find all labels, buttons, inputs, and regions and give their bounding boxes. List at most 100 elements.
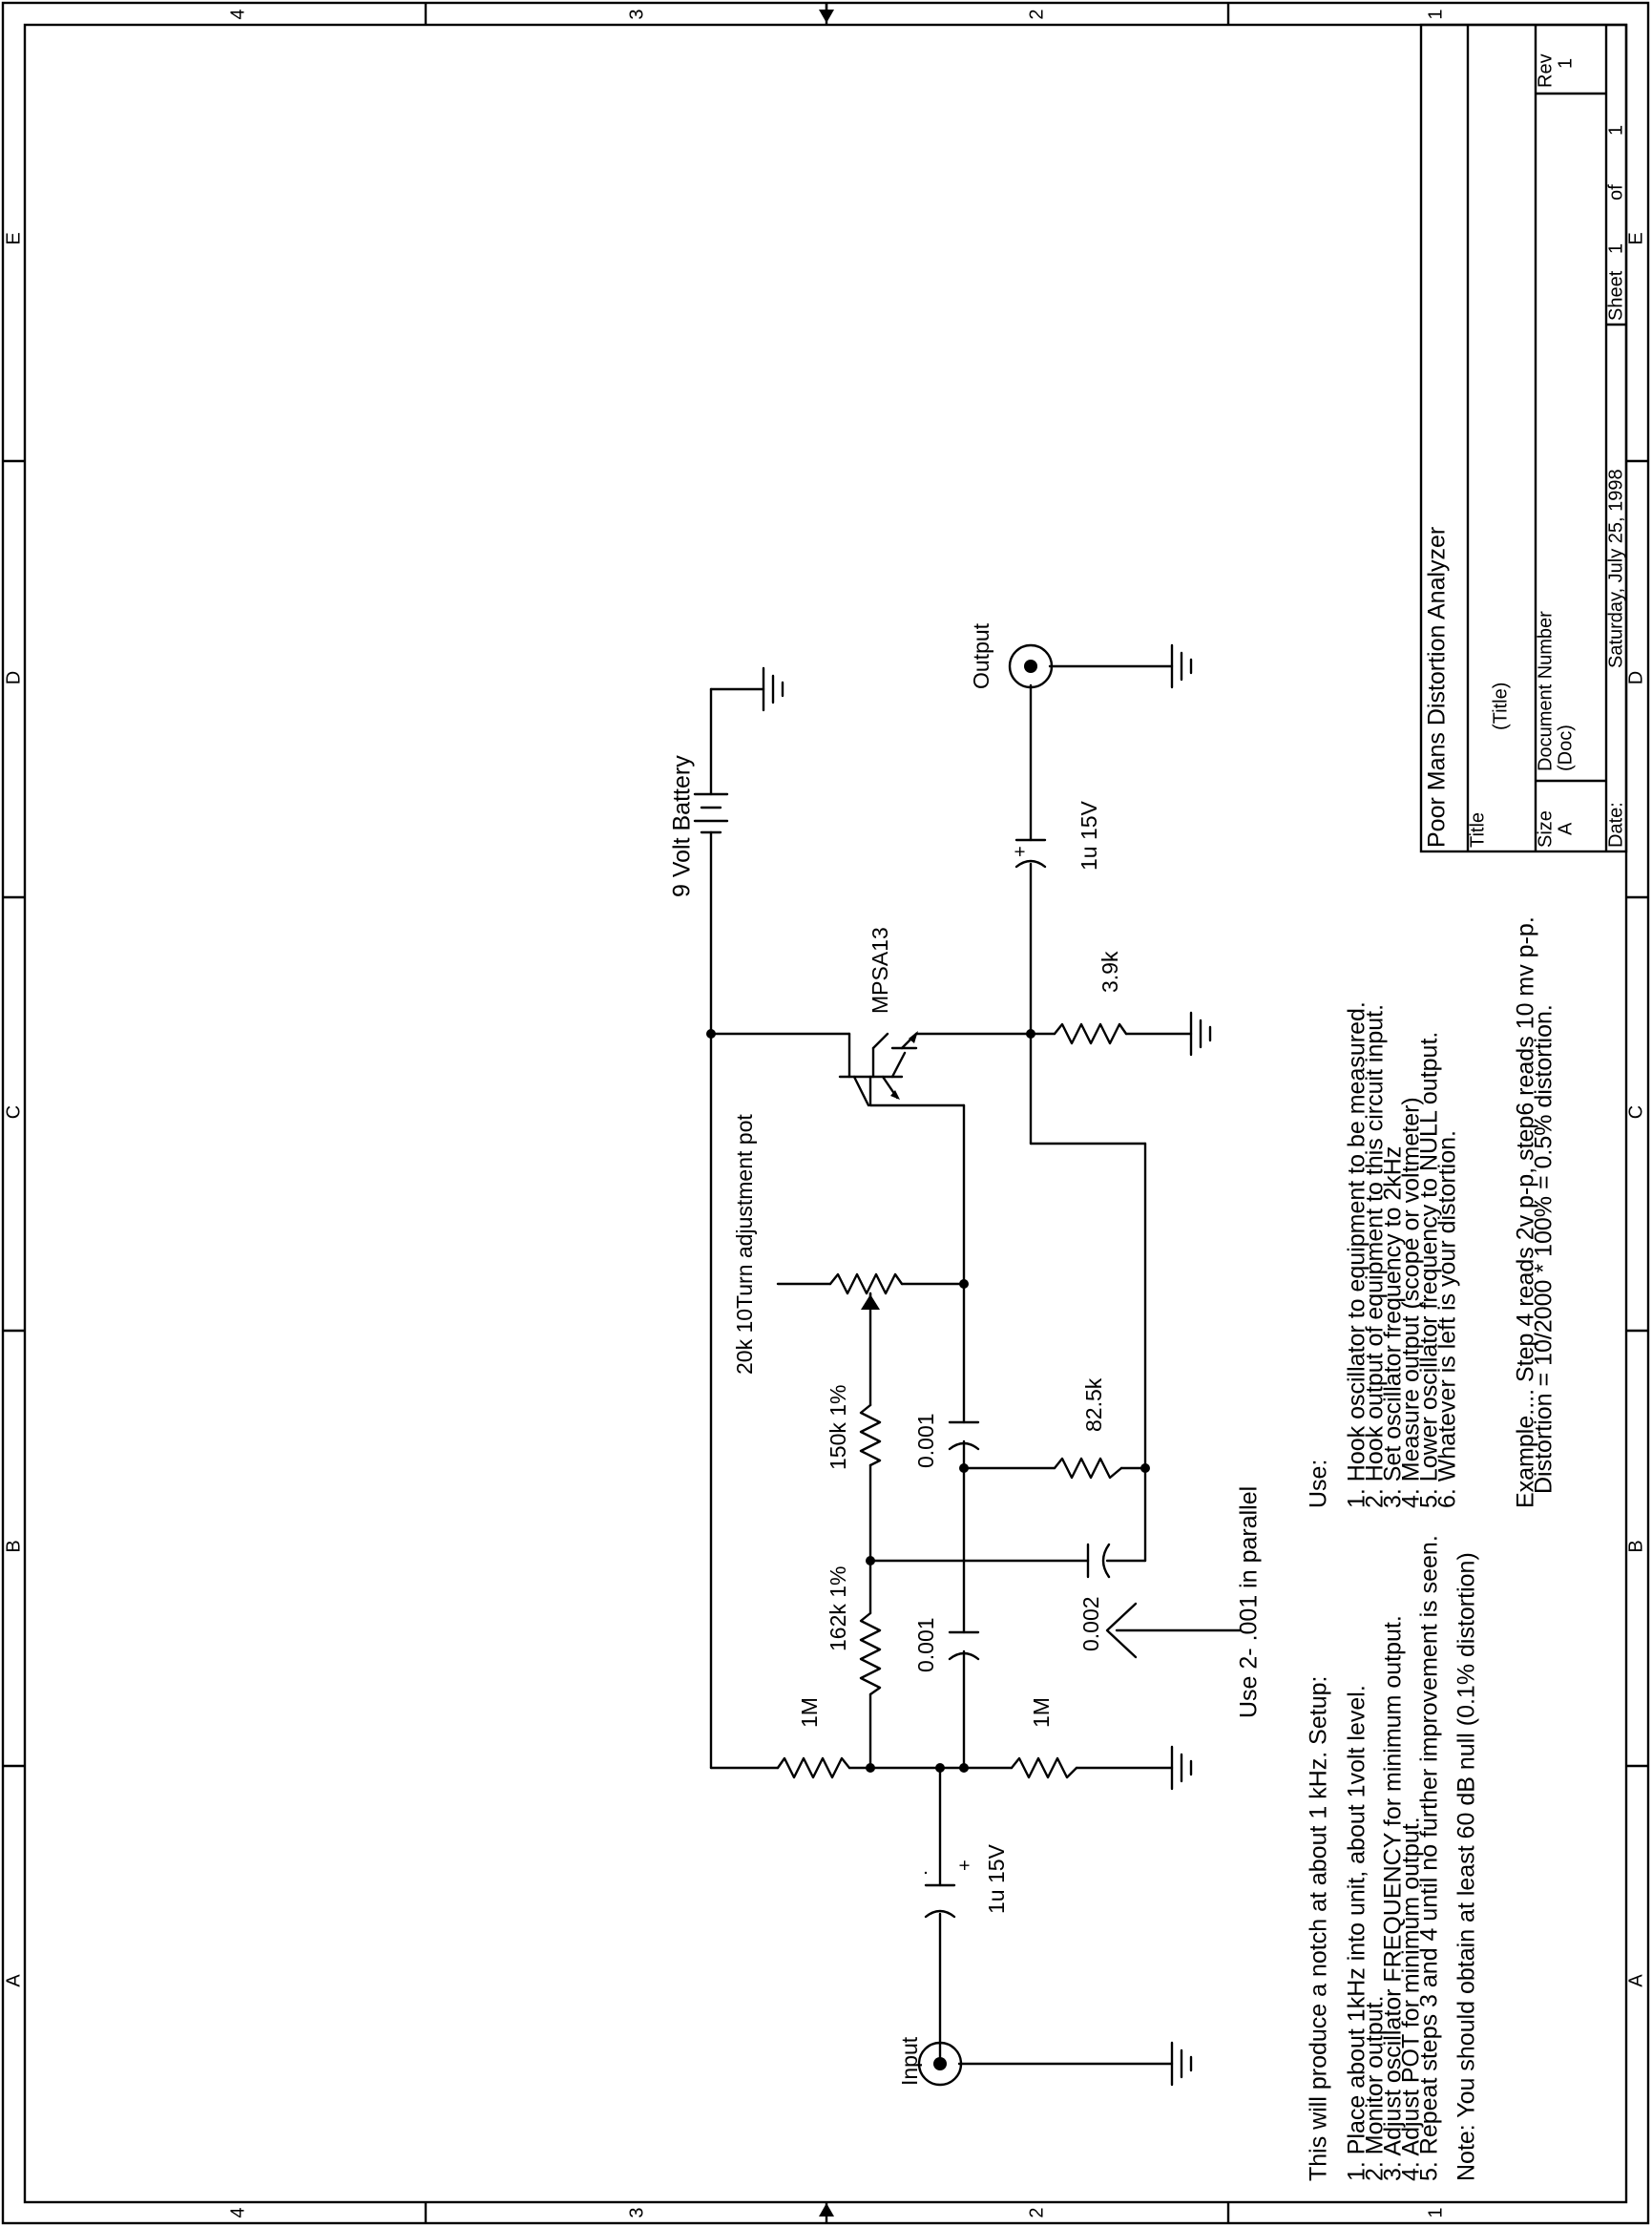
svg-text:C: C: [1625, 1105, 1646, 1119]
null-note: Note: You should obtain at least 60 dB n…: [1453, 1552, 1480, 2181]
plus-output: +: [1010, 846, 1031, 857]
r-emitter-label: 3.9k: [1098, 951, 1122, 993]
svg-text:4. Measure output (scope or vo: 4. Measure output (scope or voltmeter): [1398, 1097, 1425, 1508]
use-notes: Use: 1. Hook oscillator to equipment to …: [1306, 916, 1558, 1508]
svg-text:Size: Size: [1535, 810, 1556, 848]
svg-text:A: A: [1555, 822, 1576, 835]
svg-text:C: C: [3, 1105, 24, 1119]
centre-arrow-top-icon: [819, 10, 834, 23]
centre-arrow-bottom-icon: [819, 2203, 834, 2216]
svg-text:6. Whatever is left is your di: 6. Whatever is left is your distortion.: [1434, 1130, 1461, 1508]
capacitor-1u-output: [1014, 838, 1047, 869]
c001-bottom-label: 0.001: [913, 1617, 938, 1672]
svg-text:of: of: [1605, 184, 1626, 200]
setup-notes: This will produce a notch at about 1 kHz…: [1306, 1535, 1480, 2181]
resistor-82-5k: [1053, 1457, 1123, 1480]
pot-label: 20k 10Turn adjustment pot: [732, 1114, 757, 1375]
svg-text:E: E: [1625, 232, 1646, 244]
ground-1m-icon: [1170, 1745, 1193, 1791]
svg-text:(Doc): (Doc): [1555, 725, 1576, 771]
battery-9v: [693, 792, 729, 834]
svg-text:Rev: Rev: [1535, 53, 1556, 88]
resistor-162k: [859, 1611, 882, 1696]
svg-text:Date:: Date:: [1605, 802, 1626, 848]
zone-labels: 4 3 2 1 4 3 2 1 E D C B A E D C B A: [3, 9, 1646, 2217]
circuit-wires: [709, 664, 1243, 2066]
svg-text:1. Hook oscillator to equipmen: 1. Hook oscillator to equipment to be me…: [1344, 1001, 1370, 1508]
svg-text:D: D: [1625, 671, 1646, 684]
parallel-arrow-icon: [1105, 1602, 1138, 1659]
ground-emitter-icon: [1189, 1011, 1212, 1057]
svg-text:(Title): (Title): [1490, 683, 1511, 730]
resistor-1m-left: [776, 1756, 851, 1779]
use-heading: Use:: [1306, 1460, 1332, 1508]
output-label: Output: [969, 622, 993, 689]
transistor-label: MPSA13: [868, 927, 892, 1014]
c002-label: 0.002: [1078, 1596, 1103, 1651]
svg-text:5. Repeat steps 3 and 4 until: 5. Repeat steps 3 and 4 until no further…: [1416, 1535, 1443, 2181]
c001-top-label: 0.001: [913, 1413, 938, 1468]
svg-text:1: 1: [1425, 9, 1446, 19]
parallel-note: Use 2- .001 in parallel: [1236, 1486, 1263, 1718]
c-out-label: 1u 15V: [1077, 800, 1101, 871]
svg-text:3: 3: [626, 2207, 647, 2217]
svg-text:D: D: [3, 671, 24, 684]
svg-text:2: 2: [1026, 2207, 1047, 2217]
project-title: Poor Mans Distortion Analyzer: [1424, 527, 1451, 848]
svg-text:3: 3: [626, 9, 647, 19]
r150-label: 150k 1%: [826, 1384, 850, 1470]
battery-label: 9 Volt Battery: [669, 755, 696, 897]
svg-text:2: 2: [1026, 9, 1047, 19]
svg-text:Document Number: Document Number: [1535, 611, 1556, 771]
svg-text:A: A: [1625, 1974, 1646, 1987]
svg-text:4. Adjust POT for minimum outp: 4. Adjust POT for minimum output.: [1398, 1817, 1425, 2181]
svg-text:E: E: [3, 232, 24, 244]
svg-text:3. Adjust oscillator FREQUENCY: 3. Adjust oscillator FREQUENCY for minim…: [1380, 1615, 1407, 2181]
svg-text:1: 1: [1555, 58, 1576, 69]
title-block: Poor Mans Distortion Analyzer Title (Tit…: [1419, 23, 1628, 853]
component-labels: Input Output 9 Volt Battery MPSA13 3.9k …: [669, 622, 1263, 2086]
svg-text:Title: Title: [1467, 812, 1488, 848]
ground-output-icon: [1170, 643, 1193, 689]
svg-text:4: 4: [227, 9, 248, 19]
plus-input: +: [954, 1859, 975, 1871]
svg-text:1. Place about 1kHz into unit,: 1. Place about 1kHz into unit, about 1vo…: [1344, 1685, 1370, 2181]
capacitor-001-bottom: [948, 1630, 980, 1661]
capacitor-001-top: [948, 1420, 980, 1451]
example-line-1: Example.... Step 4 reads 2v p-p, step6 r…: [1513, 916, 1539, 1508]
svg-text:3. Set oscillator frequency to: 3. Set oscillator frequency to 2kHz: [1380, 1146, 1407, 1508]
output-jack: [1008, 643, 1054, 689]
r825-label: 82.5k: [1081, 1377, 1106, 1432]
r162-label: 162k 1%: [826, 1565, 850, 1651]
svg-text:1: 1: [1425, 2207, 1446, 2217]
svg-text:A: A: [3, 1974, 24, 1987]
junction-dots: [706, 1029, 1150, 1773]
svg-text:B: B: [3, 1540, 24, 1552]
input-label: Input: [897, 2036, 922, 2086]
resistor-3-9k: [1053, 1022, 1128, 1045]
r1m-left-label: 1M: [797, 1697, 822, 1728]
input-jack: [917, 2041, 963, 2087]
ground-input-icon: [1170, 2041, 1193, 2087]
resistor-1m-right: [1010, 1756, 1078, 1779]
transistor-mpsa13: [838, 1031, 918, 1107]
svg-text:Saturday, July 25, 1998: Saturday, July 25, 1998: [1605, 469, 1626, 668]
resistor-150k: [859, 1403, 882, 1467]
svg-text:5. Lower oscillator frequency: 5. Lower oscillator frequency to NULL ou…: [1416, 1032, 1443, 1508]
svg-text:4: 4: [227, 2207, 248, 2217]
potentiometer-20k: [828, 1272, 904, 1312]
r1m-right-label: 1M: [1029, 1697, 1054, 1728]
svg-text:2. Hook output of equipment to: 2. Hook output of equipment to this circ…: [1362, 1004, 1389, 1508]
svg-text:1: 1: [1605, 243, 1626, 254]
capacitor-002: [1086, 1543, 1111, 1579]
svg-text:2. Monitor output.: 2. Monitor output.: [1362, 1995, 1389, 2181]
svg-text:Sheet: Sheet: [1605, 270, 1626, 321]
setup-heading: This will produce a notch at about 1 kHz…: [1306, 1676, 1332, 2181]
capacitor-1u-input: [924, 1871, 956, 1919]
example-line-2: Distortion = 10/2000 * 100% = 0.5% disto…: [1531, 1004, 1558, 1494]
svg-text:1: 1: [1605, 125, 1626, 136]
svg-text:B: B: [1625, 1540, 1646, 1552]
ground-battery-icon: [762, 666, 784, 712]
